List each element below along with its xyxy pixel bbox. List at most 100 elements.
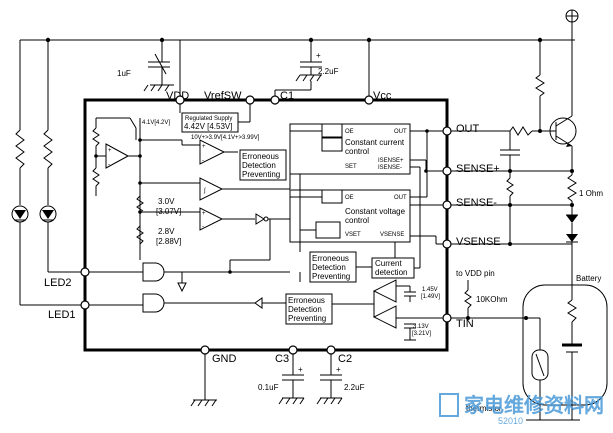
svg-text:-: - <box>108 162 110 168</box>
pin-led2-label: LED2 <box>44 277 72 289</box>
divider-network: + - <box>92 117 182 260</box>
cap-2-2uf-top: + 2.2uF <box>274 40 339 100</box>
svg-text:2.8V: 2.8V <box>158 227 175 236</box>
svg-text:+: + <box>316 51 321 60</box>
regulated-supply-block: Regulated Supply 4.42V [4.53V] 4.1V[4.2V… <box>142 104 260 141</box>
cap-2-2uf-top-label: 2.2uF <box>318 67 339 76</box>
svg-text:Preventing: Preventing <box>312 272 350 281</box>
pin-vsense-label: VSENSE <box>456 236 501 248</box>
led2-resistor <box>43 129 53 169</box>
led1-resistor <box>15 129 25 169</box>
erroneous-detection-2: Erroneous Detection Preventing <box>309 251 357 283</box>
to-vdd-pin-label: to VDD pin <box>456 269 495 278</box>
battery-label: Battery <box>576 274 601 283</box>
svg-text:4.1V[4.2V]: 4.1V[4.2V] <box>142 120 170 126</box>
pin-vrefsw-label: VrefSW <box>204 90 242 102</box>
svg-text:Regulated Supply: Regulated Supply <box>185 116 232 122</box>
res-1ohm-label: 1 Ohm <box>579 189 603 198</box>
svg-text:[1.49V]: [1.49V] <box>421 294 440 300</box>
erroneous-detection-1: Erroneous Detection Preventing <box>239 149 287 181</box>
svg-text:Detection: Detection <box>312 263 346 272</box>
svg-text:control: control <box>345 147 369 156</box>
thermistor-label: thermistor <box>466 404 502 413</box>
book-icon <box>439 393 459 417</box>
pin-vcc-label: Vcc <box>373 90 392 102</box>
svg-text:10V+>3.9V[4.1V+>3.99V]: 10V+>3.9V[4.1V+>3.99V] <box>191 135 260 141</box>
led-gates <box>89 262 290 313</box>
pin-c1-label: C1 <box>280 90 294 102</box>
svg-text:OE: OE <box>345 195 354 201</box>
internal-wires <box>228 130 396 282</box>
cap-0-1uf-label: 0.1uF <box>258 383 279 392</box>
pin-c3-label: C3 <box>275 353 289 365</box>
svg-text:ISENSE-: ISENSE- <box>378 165 402 171</box>
svg-text:ISENSE+: ISENSE+ <box>378 158 404 164</box>
bias-resistor <box>535 74 545 97</box>
cap-1uf-label: 1uF <box>117 69 131 78</box>
cap-2-2uf-bottom-label: 2.2uF <box>344 383 365 392</box>
res-10k-label: 10KOhm <box>476 295 508 304</box>
erroneous-detection-3: Erroneous Detection Preventing <box>254 293 333 325</box>
svg-text:control: control <box>345 216 369 225</box>
svg-text:[3.07V]: [3.07V] <box>156 207 181 216</box>
svg-text:Erroneous: Erroneous <box>288 296 325 305</box>
bottom-connections: + 0.1uF + 2.2uF <box>190 354 365 407</box>
constant-current-control: OE OUT Constant current control SET ISEN… <box>289 123 443 205</box>
pin-led1-label: LED1 <box>48 309 76 321</box>
ic-body <box>83 98 449 352</box>
led1-diode-icon <box>11 205 29 223</box>
svg-text:SET: SET <box>345 164 357 170</box>
svg-text:3.0V: 3.0V <box>158 197 175 206</box>
tin-comparators: 1.45V [1.49V] 3.13V [3.21V] <box>332 279 443 341</box>
svg-text:OUT: OUT <box>394 195 407 201</box>
svg-text:+: + <box>202 211 206 217</box>
svg-text:OUT: OUT <box>394 129 407 135</box>
svg-text:VSENSE: VSENSE <box>380 232 404 238</box>
svg-text:detection: detection <box>375 268 407 277</box>
svg-text:+: + <box>298 365 303 374</box>
external-right: 1 Ohm <box>451 40 603 285</box>
svg-text:[3.21V]: [3.21V] <box>412 331 431 337</box>
svg-text:Detection: Detection <box>288 305 322 314</box>
svg-text:Preventing: Preventing <box>242 170 280 179</box>
current-detection: Current detection <box>371 205 421 279</box>
pnp-transistor-icon <box>549 117 577 145</box>
svg-text:Detection: Detection <box>242 161 276 170</box>
svg-text:-: - <box>202 158 204 164</box>
svg-text:Constant voltage: Constant voltage <box>345 207 406 216</box>
sense-resistor-1ohm <box>567 174 577 202</box>
svg-text:+: + <box>336 365 341 374</box>
svg-text:Constant current: Constant current <box>345 138 405 147</box>
svg-text:Preventing: Preventing <box>288 314 326 323</box>
svg-text:-: - <box>202 224 204 230</box>
svg-text:+: + <box>202 144 206 150</box>
res-10k-icon <box>464 289 472 309</box>
diode-icon <box>566 234 578 242</box>
svg-text:Current: Current <box>375 259 402 268</box>
svg-text:∫: ∫ <box>203 187 206 194</box>
base-resistor <box>509 126 533 136</box>
battery-pack: Battery thermistor <box>466 274 608 421</box>
pin-out-label: OUT <box>456 123 480 135</box>
constant-voltage-control: OE OUT Constant voltage control VSET VSE… <box>289 131 443 245</box>
svg-text:OE: OE <box>345 129 354 135</box>
pin-sense-plus-label: SENSE+ <box>456 163 500 175</box>
watermark-title: 家电维修资料网 <box>464 393 604 417</box>
watermark-url: 52010 <box>498 416 523 426</box>
svg-text:Erroneous: Erroneous <box>312 254 349 263</box>
svg-text:3.13V: 3.13V <box>413 324 429 330</box>
svg-text:[2.88V]: [2.88V] <box>156 237 181 246</box>
svg-text:Erroneous: Erroneous <box>242 152 279 161</box>
voltage-comparators: + - ∫ + - 3.0V [3.07V] 2.8V [2.88V] <box>136 139 290 246</box>
thermistor-network: to VDD pin 10KOhm <box>451 269 528 320</box>
svg-text:VSET: VSET <box>345 232 361 238</box>
battery-outline <box>522 284 608 406</box>
led-chain: LED2 LED1 <box>11 40 85 321</box>
cap-1uf: 1uF <box>117 40 181 100</box>
led2-diode-icon <box>39 205 57 223</box>
watermark-logo: 家电维修资料网 52010 <box>439 393 604 426</box>
svg-text:1.45V: 1.45V <box>422 287 438 293</box>
svg-text:+: + <box>108 148 112 154</box>
pin-gnd-label: GND <box>212 353 237 365</box>
